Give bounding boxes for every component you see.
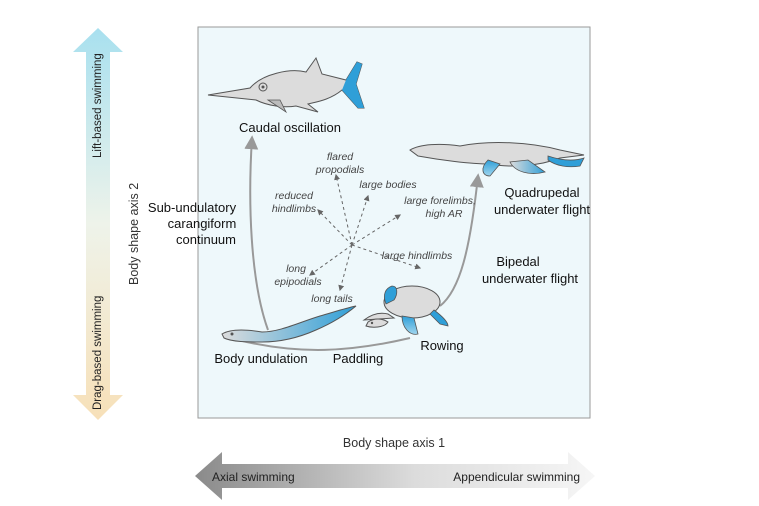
caudal-oscillation-label: Caudal oscillation (239, 120, 341, 135)
axial-appendicular-band: Axial swimming Appendicular swimming (195, 452, 595, 500)
continuum-line-2: carangiform (168, 216, 237, 231)
trait-large-hind: large hindlimbs (382, 250, 453, 262)
trait-long-tails: long tails (311, 293, 353, 305)
bipedal-line-1: Bipedal (496, 254, 539, 269)
transition-arrows (237, 135, 484, 351)
trait-long-epi-1: long (286, 263, 306, 275)
undulator-silhouette (221, 305, 357, 343)
ichthyosaur-silhouette (207, 56, 365, 114)
continuum-line-3: continuum (176, 232, 236, 247)
lift-drag-band: Lift-based swimming Drag-based swimming (73, 28, 123, 420)
quadrupedal-flyer-silhouette (409, 142, 585, 177)
paddling-label: Paddling (333, 351, 384, 366)
trait-large-fore-2: high AR (426, 208, 463, 220)
turtle-silhouette (362, 285, 449, 335)
trait-large-bodies: large bodies (359, 179, 417, 191)
drag-based-label: Drag-based swimming (92, 296, 104, 410)
trait-flared-1: flared (327, 151, 354, 163)
trait-vectors (309, 173, 422, 292)
body-undulation-label: Body undulation (214, 351, 307, 366)
x-axis-title: Body shape axis 1 (343, 436, 445, 450)
trait-reduced-2: hindlimbs (272, 203, 317, 215)
trait-reduced-1: reduced (275, 190, 314, 202)
trait-long-epi-2: epipodials (274, 276, 322, 288)
axial-swimming-label: Axial swimming (212, 470, 295, 484)
trait-flared-2: propodials (315, 164, 365, 176)
quadrupedal-line-1: Quadrupedal (504, 185, 579, 200)
trait-large-fore-1: large forelimbs, (404, 195, 476, 207)
bipedal-line-2: underwater flight (482, 271, 578, 286)
appendicular-swimming-label: Appendicular swimming (453, 470, 580, 484)
y-axis-title: Body shape axis 2 (127, 183, 141, 285)
quadrupedal-line-2: underwater flight (494, 202, 590, 217)
continuum-line-1: Sub-undulatory (148, 200, 237, 215)
rowing-label: Rowing (420, 338, 463, 353)
lift-based-label: Lift-based swimming (92, 53, 104, 158)
